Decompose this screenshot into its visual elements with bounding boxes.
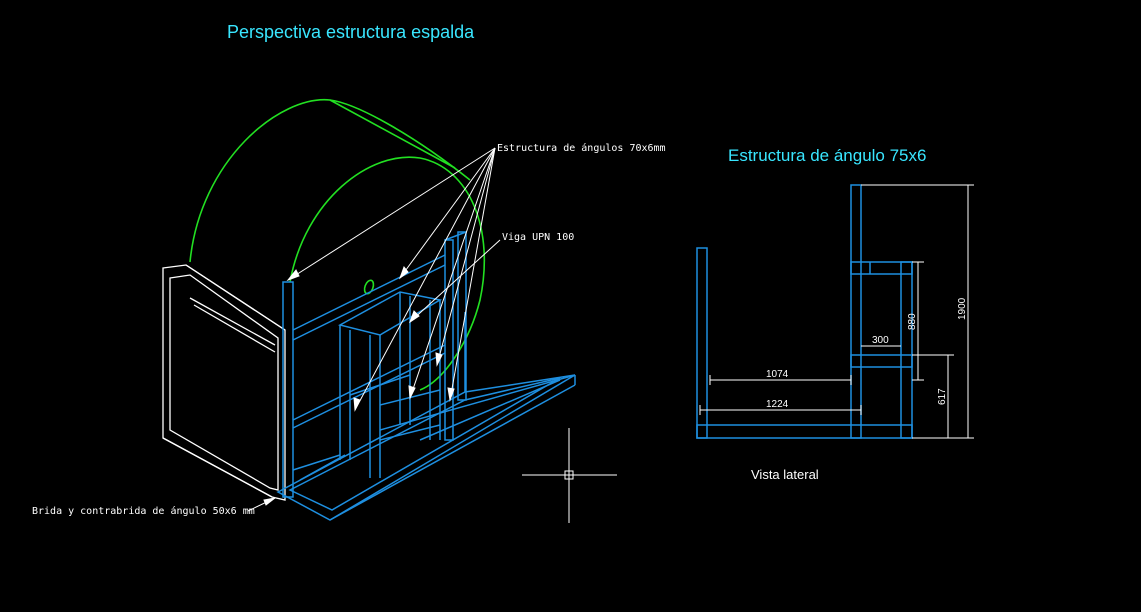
- arrow-head: [263, 497, 276, 506]
- flange-outer: [162, 264, 286, 501]
- dim-1224-label: 1224: [766, 399, 789, 410]
- base-cross-2: [419, 379, 561, 441]
- dim-1074-label: 1074: [766, 369, 789, 380]
- base-frame-outer: [276, 374, 576, 521]
- cage-mid-beam-2: [349, 374, 411, 396]
- left-tall-post: [282, 281, 294, 498]
- perspective-title: Perspectiva estructura espalda: [227, 22, 475, 42]
- arrow-head: [286, 269, 300, 282]
- fan-housing: [189, 99, 486, 391]
- flange-rail-2: [193, 304, 276, 353]
- mid-beam-2: [292, 352, 446, 429]
- base-cross-3: [299, 454, 346, 481]
- side-mid-beam: [850, 354, 913, 368]
- leader-70-c: [354, 147, 496, 411]
- back-post-top: [444, 231, 467, 241]
- arrow-head: [408, 385, 416, 400]
- side-tall-post: [850, 184, 862, 439]
- leader-70-e: [449, 147, 496, 401]
- upper-beam-2: [292, 264, 446, 341]
- side-upper-beam: [850, 261, 913, 275]
- arrow-head: [435, 352, 443, 367]
- dimension-lines: [699, 184, 974, 439]
- fan-inner-arc: [289, 156, 486, 391]
- side-view: [696, 184, 913, 439]
- leader-70-b: [399, 147, 496, 279]
- leader-70-a: [287, 147, 496, 281]
- cage-low-beam: [379, 424, 441, 441]
- arrow-head: [398, 265, 409, 280]
- angle-structure-title: Estructura de ángulo 75x6: [728, 146, 926, 165]
- dim-617-label: 617: [937, 388, 948, 405]
- base-front: [329, 384, 576, 521]
- back-post-2: [457, 231, 467, 401]
- callout-flange: Brida y contrabrida de ángulo 50x6 mm: [32, 505, 255, 517]
- callout-upn-beam: Viga UPN 100: [502, 232, 574, 243]
- side-right-post: [900, 261, 913, 439]
- upper-beam: [292, 254, 446, 331]
- dim-1900-label: 1900: [957, 297, 968, 320]
- flange-rail: [189, 297, 276, 346]
- leader-upn: [409, 239, 501, 323]
- low-beam: [292, 454, 341, 471]
- cage-top: [337, 291, 443, 336]
- flange-bottom: [162, 437, 273, 498]
- fan-top-edge: [329, 99, 456, 169]
- steel-structure: [276, 231, 576, 521]
- dim-300-label: 300: [872, 335, 889, 346]
- flange-box: [162, 264, 286, 501]
- side-view-label: Vista lateral: [751, 467, 819, 482]
- back-post-1: [444, 239, 454, 441]
- leader-70-d: [409, 147, 496, 399]
- arrow-head: [353, 397, 361, 412]
- cad-crosshair: [522, 428, 617, 523]
- mid-beam: [292, 344, 446, 421]
- crosshair-pickbox: [564, 470, 574, 480]
- side-base-beam: [696, 424, 913, 439]
- callout-angles-70: Estructura de ángulos 70x6mm: [497, 142, 666, 154]
- arrow-head: [447, 387, 455, 402]
- arrow-head: [409, 310, 420, 324]
- base-frame-inner: [288, 377, 561, 511]
- fan-outer-arc: [189, 99, 471, 263]
- leader-70-f: [436, 147, 496, 366]
- leader-lines: [247, 147, 501, 512]
- base-cross-1: [379, 374, 576, 431]
- flange-inner: [169, 274, 279, 491]
- dim-880-label: 880: [907, 313, 918, 330]
- flange-top: [185, 264, 286, 331]
